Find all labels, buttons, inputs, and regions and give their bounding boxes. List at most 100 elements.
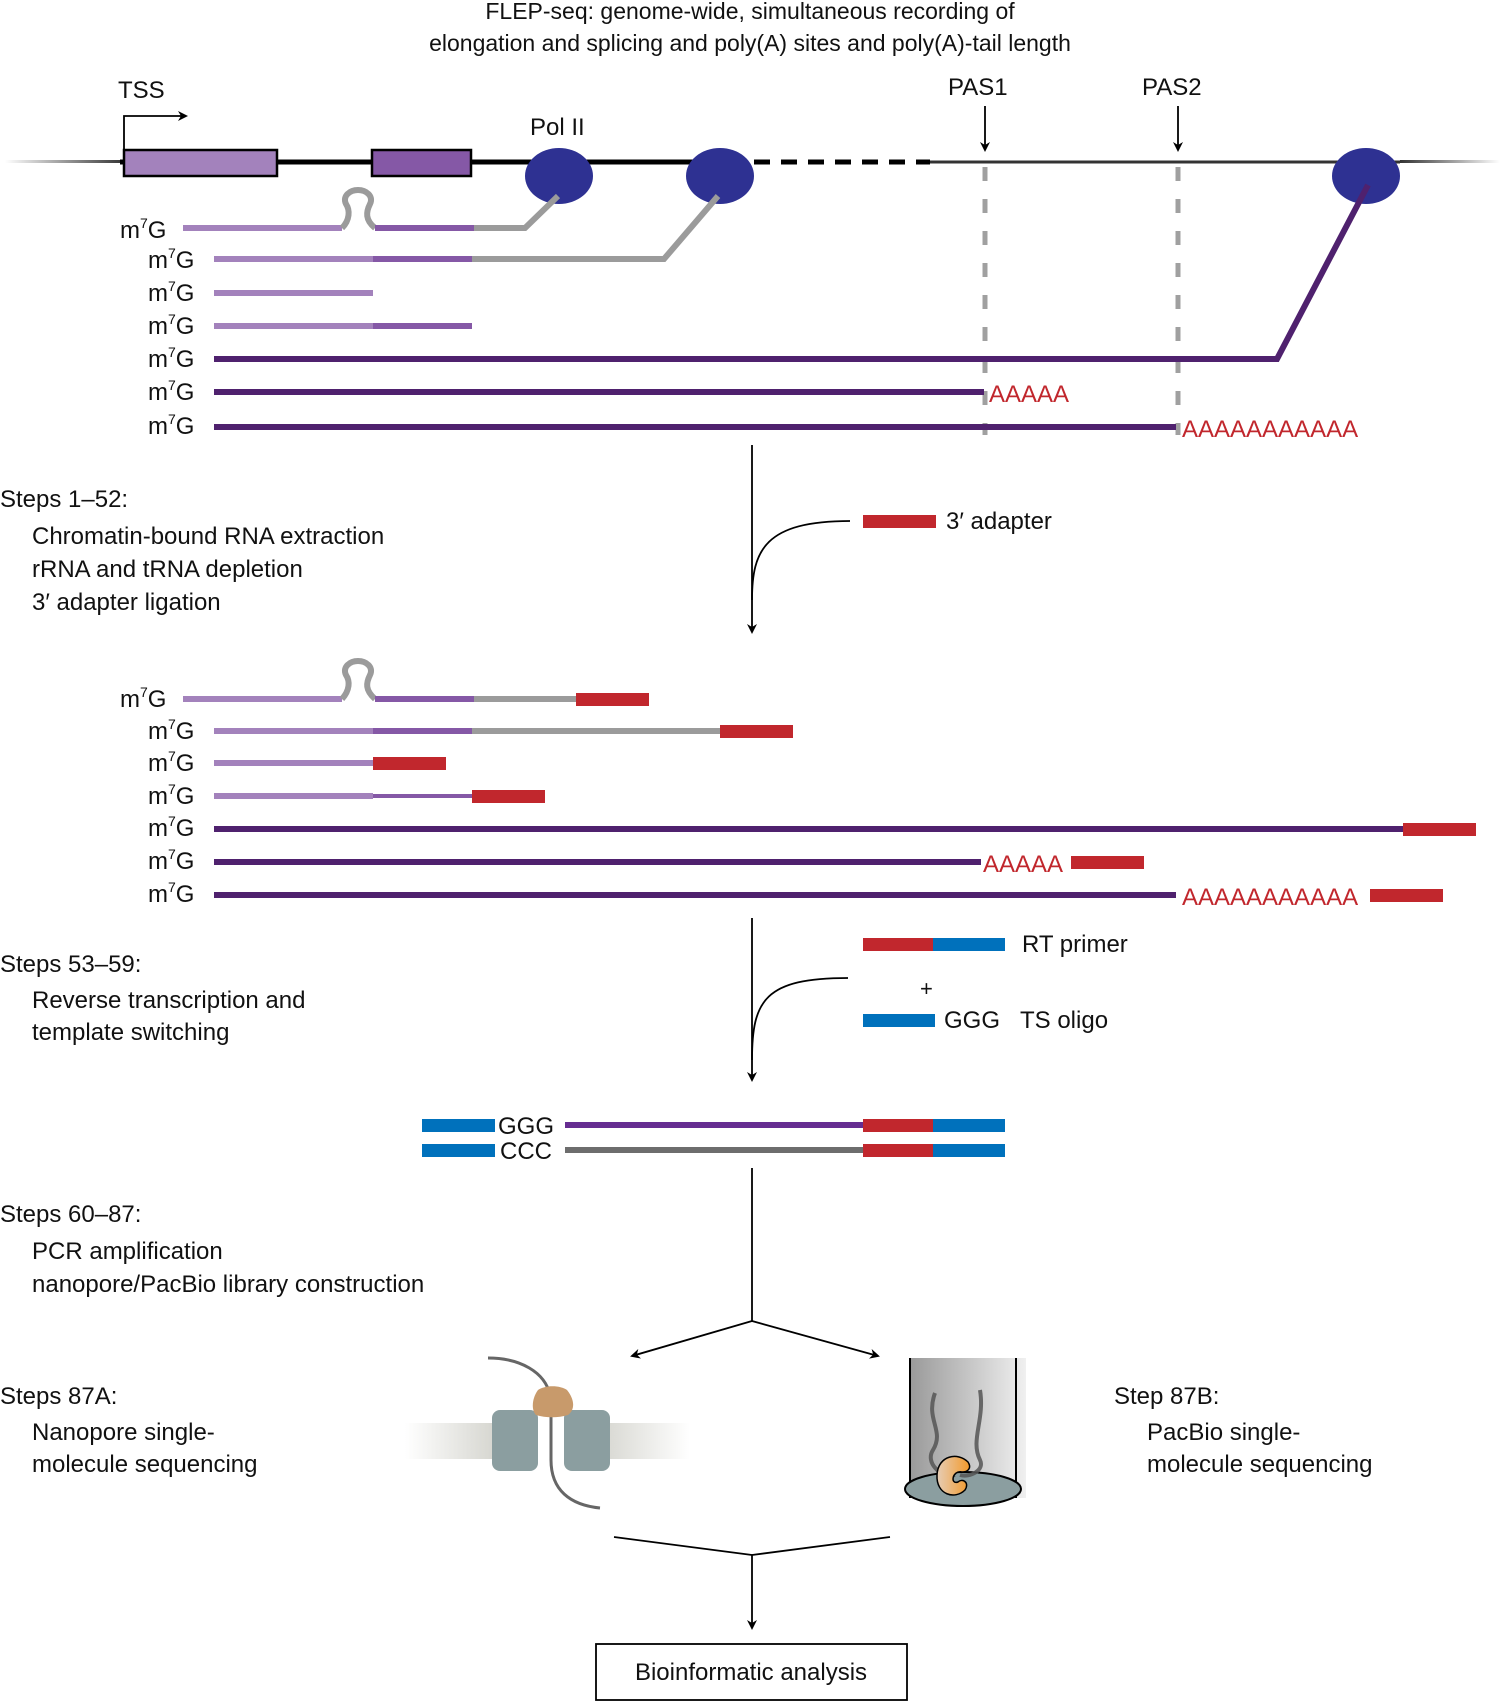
adapter-icon [373, 757, 446, 770]
step-3-line: PCR amplification [32, 1238, 223, 1265]
rna-row: m7G [120, 657, 649, 713]
cap-label: m7G [148, 748, 194, 777]
adapter-icon [1403, 823, 1476, 836]
nanopore-icon [405, 1356, 690, 1510]
adapter-icon [576, 693, 649, 706]
nascent-rnas: m7G m7G m7G m7G m7G m7G AAAAA [120, 183, 1371, 443]
pas1-label: PAS1 [948, 74, 1008, 101]
step-4a-line: molecule sequencing [32, 1451, 257, 1478]
pol2-label: Pol II [530, 114, 585, 141]
exon-2 [370, 148, 473, 178]
cdna-top-seq: GGG [498, 1113, 554, 1140]
cap-label: m7G [148, 377, 194, 406]
bioinformatic-analysis-box [595, 1643, 908, 1701]
step-1-line: Chromatin-bound RNA extraction [32, 523, 384, 550]
rna-row: m7G AAAAAAAAAAA [148, 879, 1443, 911]
cap-label: m7G [148, 245, 194, 274]
dna-downstream-fade [1400, 160, 1500, 163]
rna-row: m7G AAAAA [148, 846, 1144, 878]
adapter-icon [720, 725, 793, 738]
step-1-line: 3′ adapter ligation [32, 589, 221, 616]
reagent-join-curve [751, 977, 849, 1061]
rt-primer-label: RT primer [1022, 931, 1128, 958]
rna-row: m7G [148, 278, 373, 307]
adapter-icon [863, 515, 936, 528]
ts-oligo-seq: GGG [944, 1007, 1000, 1034]
step-3-heading: Steps 60–87: [0, 1201, 141, 1228]
cap-label: m7G [120, 215, 166, 244]
rna-row: m7G [148, 716, 793, 745]
step-2-line: template switching [32, 1019, 229, 1046]
step-4a: Steps 87A: Nanopore single- molecule seq… [0, 1356, 690, 1510]
adapter-icon [1370, 889, 1443, 902]
rna-row: m7G AAAAA [148, 377, 1069, 408]
cap-label: m7G [148, 716, 194, 745]
dna-upstream [5, 160, 125, 163]
rna-row: m7G [120, 186, 561, 244]
step-4b-line: molecule sequencing [1147, 1451, 1372, 1478]
rt-primer-blue-icon [933, 938, 1005, 951]
bioinformatic-analysis-label: Bioinformatic analysis [635, 1659, 867, 1686]
step-1-heading: Steps 1–52: [0, 486, 128, 513]
title-line-2: elongation and splicing and poly(A) site… [429, 30, 1071, 56]
pol2-icon [686, 148, 754, 204]
rna-row: m7G [148, 183, 1371, 373]
plus-sign: + [920, 976, 933, 1001]
polya-tail-short: AAAAA [989, 381, 1069, 408]
branch-arrow-right-icon [751, 1320, 880, 1359]
cap-label: m7G [148, 781, 194, 810]
pol2-icon [1332, 148, 1400, 204]
reagent-join-curve [751, 520, 851, 601]
rna-row: m7G AAAAAAAAAAA [148, 411, 1358, 443]
pas2-label: PAS2 [1142, 74, 1202, 101]
polya-tail-long: AAAAAAAAAAA [1182, 416, 1358, 443]
cap-label: m7G [148, 813, 194, 842]
rna-row: m7G [148, 311, 472, 340]
step-3-line: nanopore/PacBio library construction [32, 1271, 424, 1298]
step-4b-line: PacBio single- [1147, 1419, 1300, 1446]
cdna-duplex: GGG CCC [422, 1113, 1005, 1165]
cdna-bottom-seq: CCC [500, 1138, 552, 1165]
step-2: Steps 53–59: Reverse transcription and t… [0, 918, 1128, 1082]
ts-oligo-blue-icon [863, 1014, 935, 1027]
polya-tail-long: AAAAAAAAAAA [1182, 884, 1358, 911]
cap-label: m7G [148, 846, 194, 875]
ligated-rnas: m7G m7G m7G m7G m7G [120, 657, 1476, 911]
adapter-label: 3′ adapter [946, 508, 1052, 535]
rna-row: m7G [148, 813, 1476, 842]
tss-label: TSS [118, 77, 165, 104]
pacbio-well-icon [904, 1358, 1026, 1507]
step-2-line: Reverse transcription and [32, 987, 305, 1014]
rna-row: m7G [148, 748, 446, 777]
step-3: Steps 60–87: PCR amplification nanopore/… [0, 1168, 880, 1359]
title-line-1: FLEP-seq: genome-wide, simultaneous reco… [485, 0, 1015, 24]
gene-model: TSS Pol II PAS1 PAS2 [5, 74, 1500, 435]
cap-label: m7G [148, 311, 194, 340]
step-4b-heading: Step 87B: [1114, 1383, 1219, 1410]
cap-label: m7G [120, 684, 166, 713]
rna-row: m7G [148, 781, 545, 810]
polya-tail-short: AAAAA [983, 851, 1063, 878]
adapter-icon [1071, 856, 1144, 869]
step-1-line: rRNA and tRNA depletion [32, 556, 303, 583]
step-4a-heading: Steps 87A: [0, 1383, 117, 1410]
merge-lines [613, 1536, 891, 1556]
step-4b: Step 87B: PacBio single- molecule sequen… [904, 1358, 1372, 1507]
step-2-heading: Steps 53–59: [0, 951, 141, 978]
exon-1 [122, 148, 279, 178]
cap-label: m7G [148, 879, 194, 908]
cap-label: m7G [148, 278, 194, 307]
rna-row: m7G [148, 194, 721, 274]
pol2-icon [525, 148, 593, 204]
cap-label: m7G [148, 344, 194, 373]
step-1: Steps 1–52: Chromatin-bound RNA extracti… [0, 445, 1052, 634]
branch-arrow-left-icon [630, 1320, 753, 1359]
adapter-icon [472, 790, 545, 803]
ts-oligo-label: TS oligo [1020, 1007, 1108, 1034]
tss-arrow-icon [123, 111, 188, 150]
rt-primer-red-icon [863, 938, 933, 951]
final-stage: Bioinformatic analysis [595, 1536, 908, 1701]
cap-label: m7G [148, 411, 194, 440]
step-4a-line: Nanopore single- [32, 1419, 215, 1446]
